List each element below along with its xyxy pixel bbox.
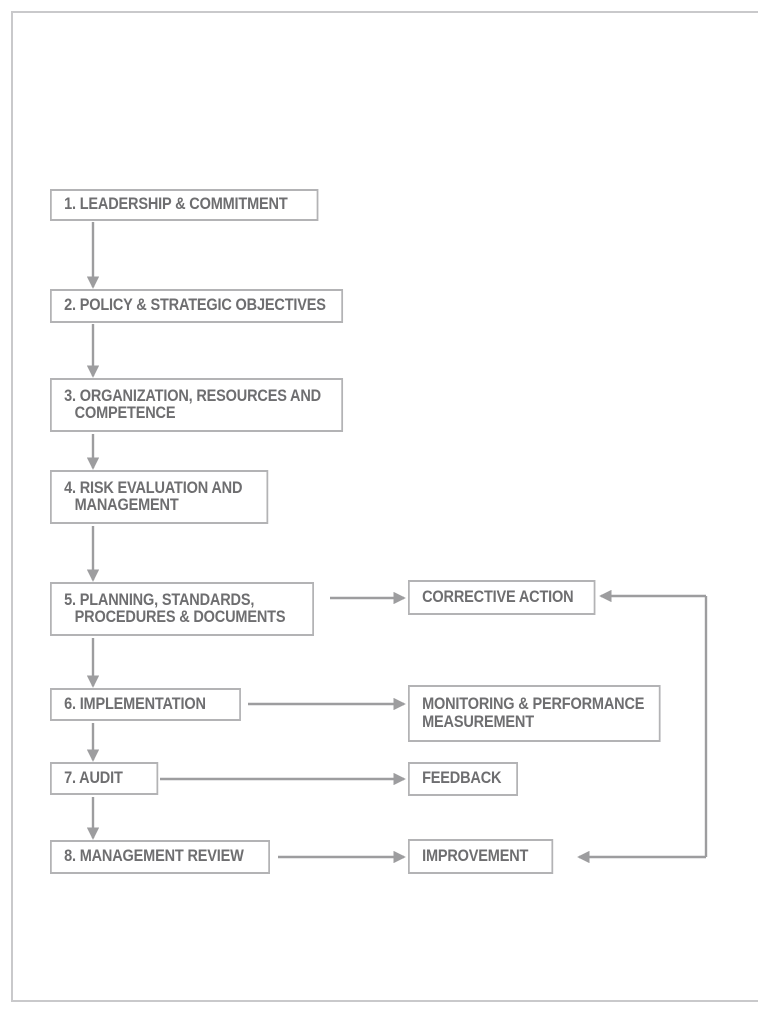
node-label: 5. PLANNING, STANDARDS, — [64, 590, 255, 609]
node-label: 6. IMPLEMENTATION — [64, 694, 206, 713]
node-implementation[interactable]: 6. IMPLEMENTATION — [50, 688, 241, 721]
node-label-line2: PROCEDURES & DOCUMENTS — [74, 608, 286, 626]
node-label: 7. AUDIT — [64, 768, 123, 787]
node-improvement[interactable]: IMPROVEMENT — [408, 839, 554, 874]
node-label-line2: MEASUREMENT — [422, 712, 534, 731]
node-label: 4. RISK EVALUATION AND — [64, 478, 243, 497]
node-label: CORRECTIVE ACTION — [422, 587, 574, 606]
node-leadership-commitment[interactable]: 1. LEADERSHIP & COMMITMENT — [50, 189, 319, 221]
node-risk-evaluation-management[interactable]: 4. RISK EVALUATION AND MANAGEMENT — [50, 470, 269, 524]
node-monitoring-performance-measurement[interactable]: MONITORING & PERFORMANCE MEASUREMENT — [408, 685, 661, 742]
node-label-line2: COMPETENCE — [74, 404, 176, 422]
node-label: MONITORING & PERFORMANCE — [422, 695, 645, 714]
node-label: IMPROVEMENT — [422, 846, 529, 865]
node-organization-resources-competence[interactable]: 3. ORGANIZATION, RESOURCES AND COMPETENC… — [50, 378, 344, 432]
node-policy-strategic-objectives[interactable]: 2. POLICY & STRATEGIC OBJECTIVES — [50, 289, 344, 323]
node-label: FEEDBACK — [422, 769, 502, 788]
node-planning-standards-procedures-documents[interactable]: 5. PLANNING, STANDARDS, PROCEDURES & DOC… — [50, 582, 314, 636]
node-label: 1. LEADERSHIP & COMMITMENT — [64, 195, 288, 214]
node-feedback[interactable]: FEEDBACK — [408, 762, 518, 796]
node-corrective-action[interactable]: CORRECTIVE ACTION — [408, 580, 596, 615]
node-management-review[interactable]: 8. MANAGEMENT REVIEW — [50, 840, 270, 874]
node-label: 8. MANAGEMENT REVIEW — [64, 847, 244, 866]
node-label-line2: MANAGEMENT — [74, 496, 179, 514]
node-label: 3. ORGANIZATION, RESOURCES AND — [64, 386, 321, 405]
node-audit[interactable]: 7. AUDIT — [50, 762, 159, 795]
node-label: 2. POLICY & STRATEGIC OBJECTIVES — [64, 296, 326, 315]
